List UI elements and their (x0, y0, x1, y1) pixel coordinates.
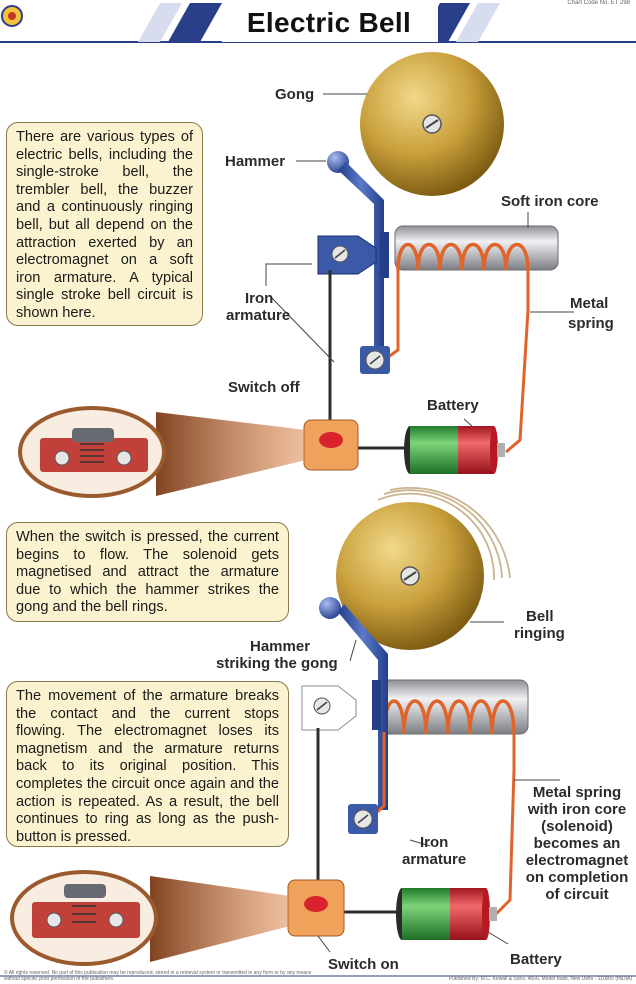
label-iron-armature-b-line2: armature (402, 851, 466, 868)
label-iron-armature-line2: armature (226, 307, 290, 324)
switch-top (303, 419, 359, 471)
label-switch-on: Switch on (328, 956, 399, 973)
publisher-logo-icon (1, 5, 23, 27)
armature-bottom (301, 685, 357, 731)
battery-bottom (396, 888, 497, 940)
label-solenoid-line7: of circuit (545, 886, 608, 903)
label-bell-ringing-line1: Bell (526, 608, 554, 625)
hammer-bottom (319, 597, 388, 810)
label-switch-off: Switch off (228, 379, 301, 396)
switch-inset-top (18, 406, 166, 498)
gong-top (360, 52, 504, 196)
label-battery-top: Battery (427, 397, 479, 414)
label-bell-ringing-line2: ringing (514, 625, 565, 642)
switch-inset-bottom (10, 870, 158, 966)
header-bar (0, 0, 636, 46)
footer-publisher: Published By: M.C. Kewall & Sons, 4656, … (448, 976, 632, 982)
pointer-lines (265, 160, 574, 953)
text-box-intro: There are various types of electric bell… (6, 122, 203, 326)
label-solenoid-line4: becomes an (534, 835, 621, 852)
footer-copyright: © All rights reserved. No part of this p… (4, 970, 312, 982)
gong-bottom (336, 502, 484, 650)
zoom-ray-top (156, 412, 306, 496)
label-solenoid-line3: (solenoid) (541, 818, 613, 835)
text-box-movement: The movement of the armature breaks the … (6, 681, 289, 847)
label-soft-iron-core: Soft iron core (501, 193, 599, 210)
coil-bottom (382, 699, 516, 735)
chart-code: Chart Code No. ET 298 (567, 0, 630, 6)
battery-top (404, 426, 505, 474)
iron-core-top (394, 225, 559, 271)
label-iron-armature-b-line1: Iron (420, 834, 448, 851)
label-metal-spring-line1: Metal (570, 295, 608, 312)
label-solenoid-line6: on completion (526, 869, 629, 886)
vibration-lines-bottom (377, 487, 511, 581)
contact-screw-bottom (348, 804, 378, 834)
label-battery-bottom: Battery (510, 951, 562, 968)
switch-bottom (287, 879, 345, 937)
zoom-ray-bottom (150, 876, 290, 962)
label-hammer-strike-line1: Hammer (250, 638, 310, 655)
label-solenoid-line5: electromagnet (526, 852, 629, 869)
page-title: Electric Bell (246, 7, 412, 38)
label-solenoid-line1: Metal spring (533, 784, 621, 801)
wires-top (328, 268, 530, 454)
text-box-pressed: When the switch is pressed, the current … (6, 522, 289, 622)
label-solenoid: Metal spring with iron core (solenoid) b… (526, 784, 629, 903)
label-hammer-strike-line2: striking the gong (216, 655, 338, 672)
label-metal-spring-line2: spring (568, 315, 614, 332)
wires-bottom (316, 728, 516, 916)
armature-top (317, 235, 377, 275)
label-solenoid-line2: with iron core (527, 801, 626, 818)
label-iron-armature-line1: Iron (245, 290, 273, 307)
coil-top (396, 242, 530, 271)
label-hammer: Hammer (225, 153, 285, 170)
label-gong: Gong (275, 86, 314, 103)
contact-screw-top (360, 346, 390, 374)
